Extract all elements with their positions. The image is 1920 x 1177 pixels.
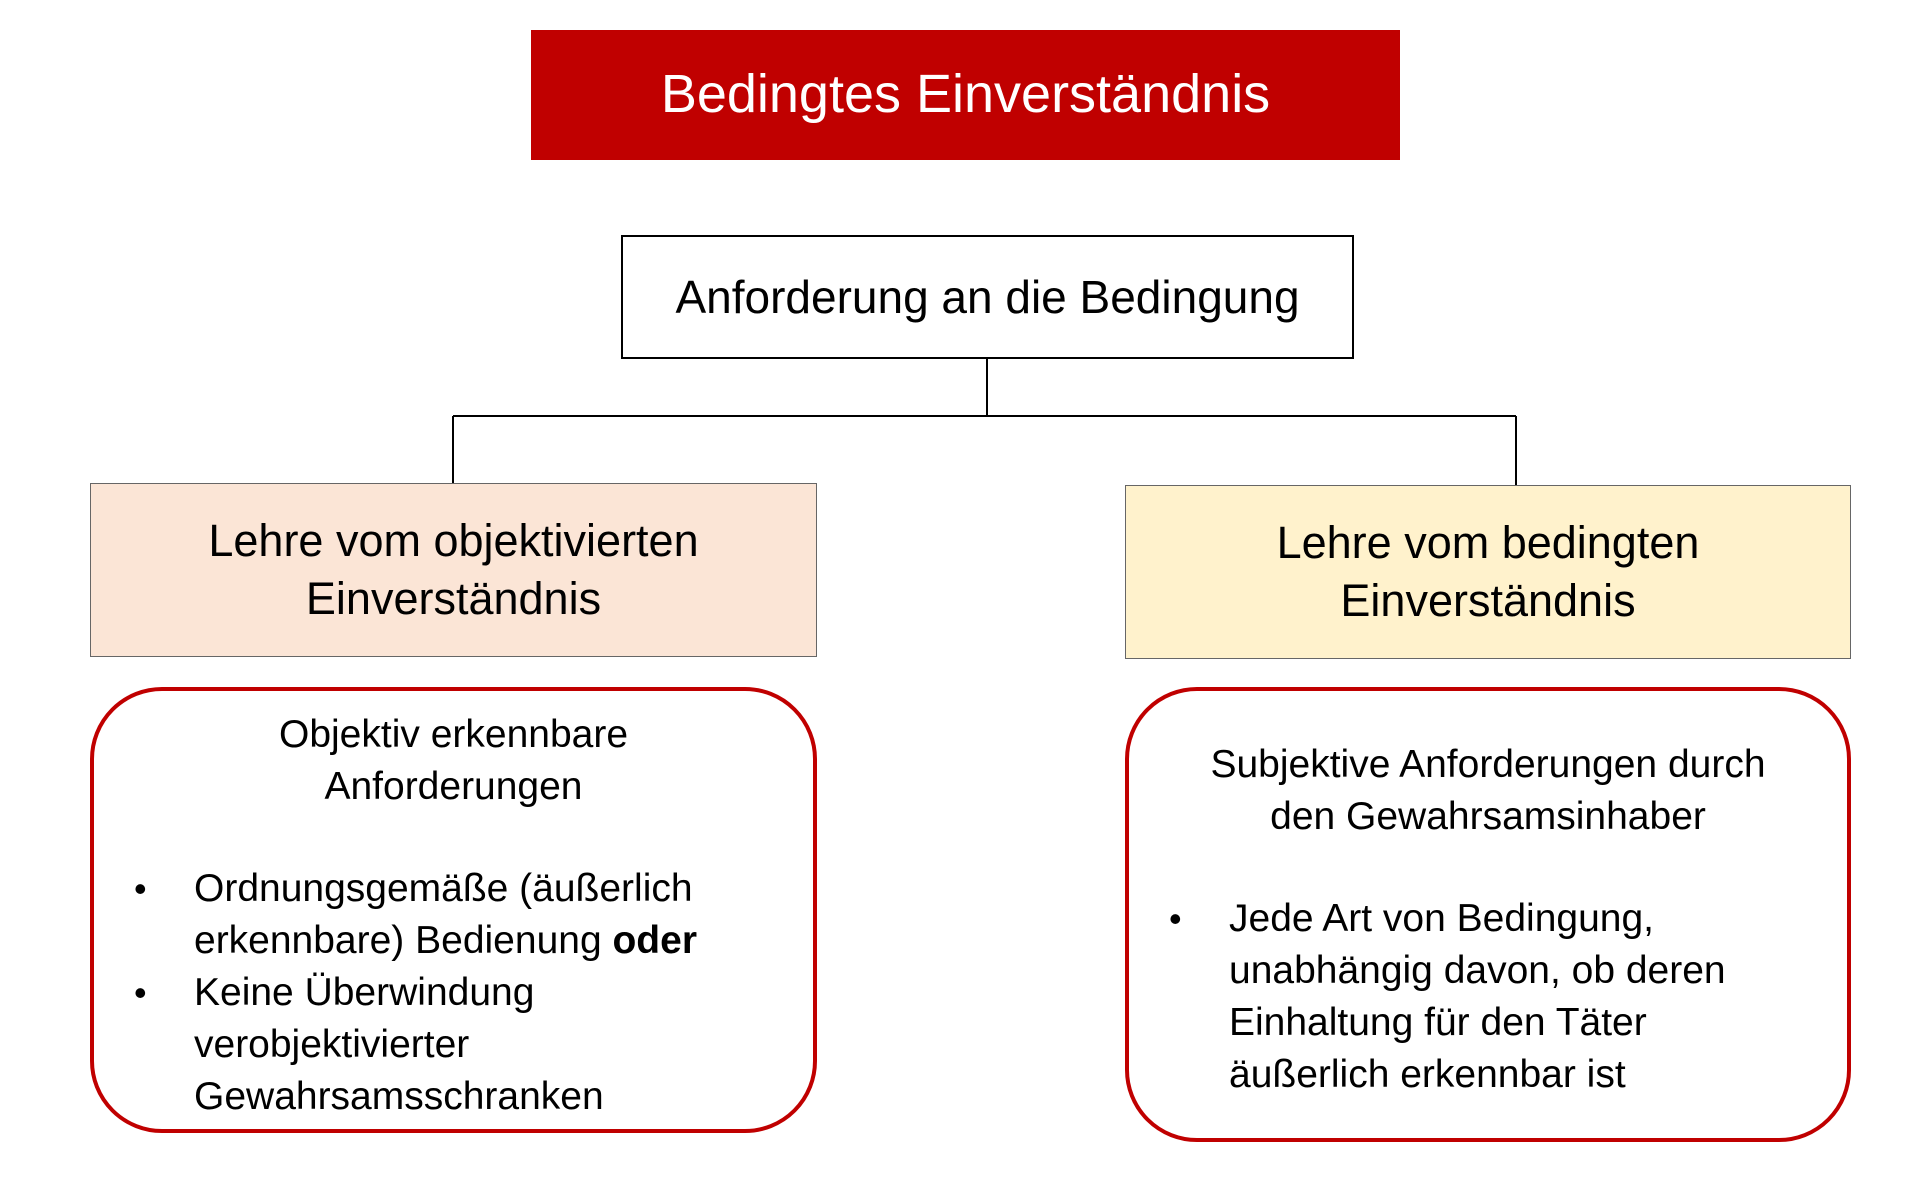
left-bullet-1-line-2-text: erkennbare) Bedienung (194, 919, 613, 962)
right-detail-box: Subjektive Anforderungen durch den Gewah… (1125, 687, 1851, 1142)
bullet-icon: • (134, 972, 147, 1013)
root-text: Anforderung an die Bedingung (675, 270, 1300, 323)
tree-connectors (452, 359, 1517, 485)
left-detail-box: Objektiv erkennbare Anforderungen • Ordn… (90, 687, 817, 1133)
right-heading-line-1: Lehre vom bedingten (1276, 516, 1700, 568)
right-bullet-1-line-2: unabhängig davon, ob deren (1229, 949, 1726, 992)
right-bullet-1-line-4: äußerlich erkennbar ist (1229, 1053, 1626, 1096)
left-bullet-list: • Ordnungsgemäße (äußerlich erkennbare) … (134, 863, 773, 1123)
left-bullet-2-line-3: Gewahrsamsschranken (194, 1075, 604, 1118)
left-bullet-1: • Ordnungsgemäße (äußerlich erkennbare) … (134, 863, 773, 967)
left-bullet-1-line-2: erkennbare) Bedienung oder (194, 915, 773, 967)
right-bullet-1-line-1: Jede Art von Bedingung, (1229, 897, 1654, 940)
left-bullet-1-emphasis: oder (612, 919, 697, 962)
right-theory-heading: Lehre vom bedingten Einverständnis (1125, 485, 1851, 659)
left-heading-line-2: Einverständnis (305, 573, 602, 624)
left-bullet-2-line-2: verobjektivierter (194, 1023, 470, 1066)
right-detail-line-2: den Gewahrsamsinhaber (1270, 795, 1706, 838)
left-heading-text: Lehre vom objektivierten Einverständnis (208, 512, 698, 629)
left-detail-line-1: Objektiv erkennbare (278, 713, 629, 756)
bullet-icon: • (1169, 898, 1182, 939)
title-banner: Bedingtes Einverständnis (531, 30, 1400, 160)
left-bullet-1-line-1: Ordnungsgemäße (äußerlich (194, 867, 693, 910)
right-bullet-1: • Jede Art von Bedingung, unabhängig dav… (1169, 893, 1807, 1101)
left-detail-heading: Objektiv erkennbare Anforderungen (134, 709, 773, 813)
bullet-icon: • (134, 868, 147, 909)
left-heading-line-1: Lehre vom objektivierten (208, 514, 699, 566)
left-bullet-2-line-1: Keine Überwindung (194, 971, 535, 1014)
left-detail-line-2: Anforderungen (324, 765, 583, 808)
left-bullet-2: • Keine Überwindung verobjektivierter Ge… (134, 967, 773, 1123)
right-detail-heading: Subjektive Anforderungen durch den Gewah… (1169, 739, 1807, 843)
root-node: Anforderung an die Bedingung (621, 235, 1354, 359)
right-bullet-list: • Jede Art von Bedingung, unabhängig dav… (1169, 893, 1807, 1101)
title-text: Bedingtes Einverständnis (660, 64, 1271, 125)
right-heading-line-2: Einverständnis (1340, 575, 1636, 626)
left-theory-heading: Lehre vom objektivierten Einverständnis (90, 483, 817, 657)
right-heading-text: Lehre vom bedingten Einverständnis (1277, 514, 1700, 631)
right-bullet-1-line-3: Einhaltung für den Täter (1229, 1001, 1647, 1044)
right-detail-line-1: Subjektive Anforderungen durch (1210, 743, 1766, 786)
